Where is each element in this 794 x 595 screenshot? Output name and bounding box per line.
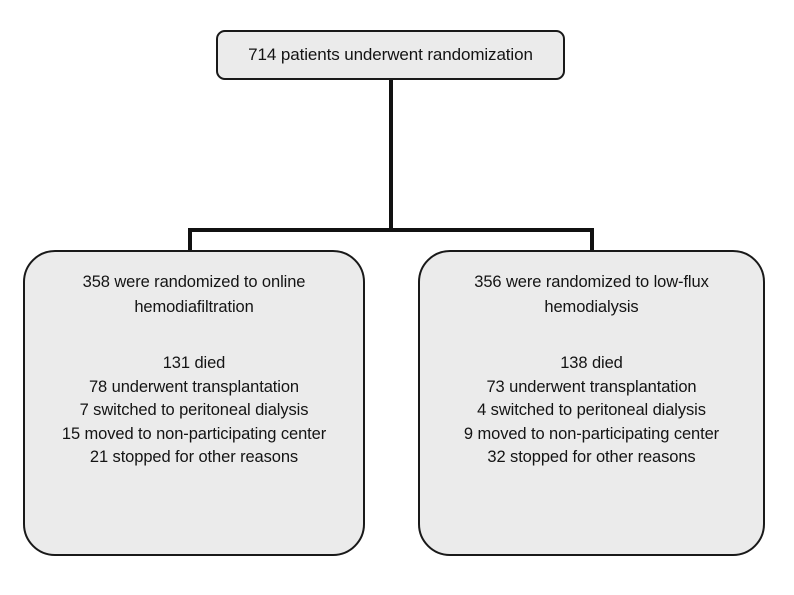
list-item: 32 stopped for other reasons <box>487 448 696 466</box>
node-root-label: 714 patients underwent randomization <box>248 45 533 64</box>
node-arm-low-flux-hemodialysis: 356 were randomized to low-flux hemodial… <box>418 250 765 556</box>
list-item: 78 underwent transplantation <box>88 377 300 396</box>
list-item: 21 stopped for other reasons <box>89 448 299 466</box>
node-arm-left-detail-list: 131 died 78 underwent transplantation 7 … <box>35 352 353 470</box>
connector-stem-vertical <box>389 80 393 232</box>
node-arm-right-detail-list: 138 died 73 underwent transplantation 4 … <box>430 352 753 470</box>
list-item: 15 moved to non-participating center <box>61 424 327 443</box>
node-arm-online-hemodiafiltration: 358 were randomized to online hemodiafil… <box>23 250 365 556</box>
connector-split-bar <box>188 228 594 232</box>
connector-drop-right <box>590 228 594 252</box>
list-item: 73 underwent transplantation <box>486 377 697 396</box>
node-randomization-root: 714 patients underwent randomization <box>216 30 565 80</box>
node-arm-left-title-line2: hemodiafiltration <box>134 298 254 316</box>
node-arm-left-title: 358 were randomized to online hemodiafil… <box>35 270 353 320</box>
list-item: 9 moved to non-participating center <box>463 424 720 443</box>
list-item: 4 switched to peritoneal dialysis <box>477 401 706 419</box>
list-item: 131 died <box>162 354 226 372</box>
node-arm-right-title-line2: hemodialysis <box>544 298 639 316</box>
list-item: 138 died <box>560 354 623 372</box>
node-arm-left-title-line1: 358 were randomized to online <box>82 273 306 291</box>
node-arm-right-title: 356 were randomized to low-flux hemodial… <box>430 270 753 320</box>
list-item: 7 switched to peritoneal dialysis <box>79 401 309 419</box>
node-arm-right-title-line1: 356 were randomized to low-flux <box>474 273 709 291</box>
connector-drop-left <box>188 228 192 252</box>
